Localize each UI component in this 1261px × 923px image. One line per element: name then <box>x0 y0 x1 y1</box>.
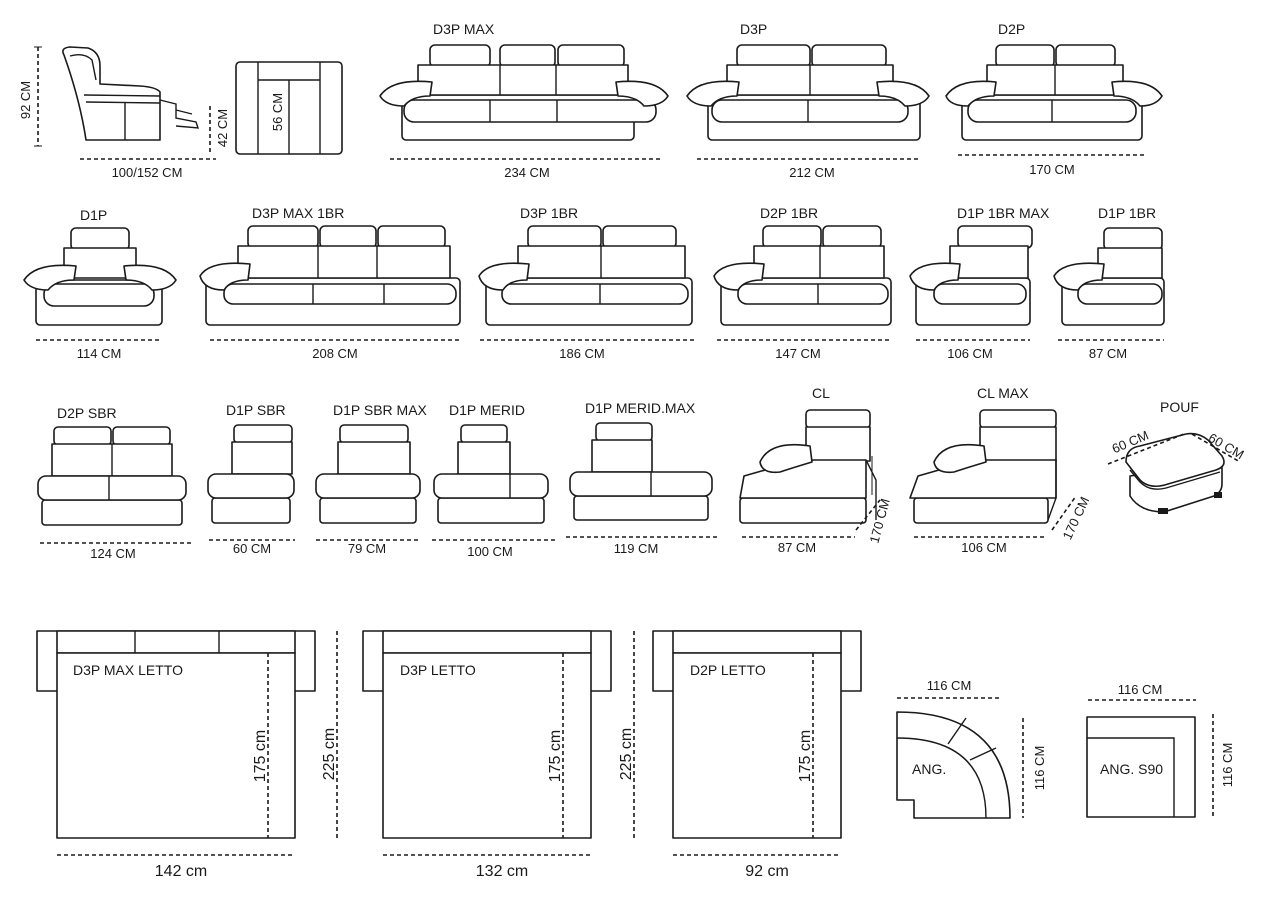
width-label: 87 CM <box>1089 346 1127 361</box>
bed-label: D3P LETTO <box>400 662 476 678</box>
sofa-d1p-1br: D1P 1BR 87 CM <box>1053 205 1165 361</box>
depth-label: 170 CM <box>867 497 893 545</box>
width-label: 212 CM <box>789 165 835 180</box>
corner-ang-s90: ANG. S90 116 CM 116 CM <box>1086 682 1235 818</box>
recliner-height-label: 92 CM <box>18 81 33 119</box>
corner-width-label: 116 CM <box>1118 682 1163 697</box>
depth-label: 170 CM <box>1060 494 1093 542</box>
sofa-d3p: D3P 212 CM <box>686 21 930 180</box>
bed-label: D2P LETTO <box>690 662 766 678</box>
bed-d2p-letto: D2P LETTO 175 cm 92 cm <box>652 630 862 880</box>
width-label: 234 CM <box>504 165 550 180</box>
model-label: D2P 1BR <box>760 205 818 221</box>
model-label: POUF <box>1160 399 1199 415</box>
module-cl-max: CL MAX 106 CM 170 CM <box>909 385 1093 555</box>
width-label: 124 CM <box>90 546 136 561</box>
bed-length-label: 175 cm <box>797 730 814 782</box>
sofa-d3p-max-1br: D3P MAX 1BR 208 CM <box>199 205 461 361</box>
recliner-seat-height-label: 42 CM <box>215 109 230 147</box>
model-label: D2P <box>998 21 1025 37</box>
corner-depth-label: 116 CM <box>1220 743 1235 788</box>
width-label: 208 CM <box>312 346 358 361</box>
model-label: D1P SBR <box>226 402 286 418</box>
model-label: D1P SBR MAX <box>333 402 428 418</box>
open-depth-label: 225 cm <box>321 728 338 780</box>
width-label: 79 CM <box>348 541 386 556</box>
width-label: 186 CM <box>559 346 605 361</box>
width-label: 106 CM <box>961 540 1007 555</box>
sofa-d1p: D1P 114 CM <box>23 207 177 361</box>
model-label: CL <box>812 385 830 401</box>
corner-label: ANG. S90 <box>1100 761 1163 777</box>
recliner-side-view: 92 CM 100/152 CM 42 CM <box>18 46 230 180</box>
model-label: D3P MAX <box>433 21 495 37</box>
corner-depth-label: 116 CM <box>1032 746 1047 791</box>
module-d1p-merid: D1P MERID 100 CM <box>432 402 555 559</box>
corner-ang: ANG. 116 CM 116 CM <box>896 678 1047 819</box>
model-label: D1P 1BR MAX <box>957 205 1050 221</box>
width-label: 170 CM <box>1029 162 1075 177</box>
model-label: D3P MAX 1BR <box>252 205 344 221</box>
bed-length-label: 175 cm <box>547 730 564 782</box>
bed-d3p-letto: D3P LETTO 175 cm 225 cm 132 cm <box>362 630 635 880</box>
sofa-d3p-max: D3P MAX 234 CM <box>379 21 669 180</box>
width-label: 114 CM <box>77 346 122 361</box>
sofa-d1p-1br-max: D1P 1BR MAX 106 CM <box>909 205 1050 361</box>
model-label: D2P SBR <box>57 405 117 421</box>
module-d1p-sbr: D1P SBR 60 CM <box>207 402 295 556</box>
recliner-top-view: 56 CM <box>235 61 343 155</box>
module-d1p-merid-max: D1P MERID.MAX 119 CM <box>566 400 717 556</box>
width-label: 87 CM <box>778 540 816 555</box>
width-label: 100 CM <box>467 544 513 559</box>
width-label: 60 CM <box>233 541 271 556</box>
bed-width-label: 132 cm <box>476 863 528 880</box>
model-label: D1P 1BR <box>1098 205 1156 221</box>
module-d2p-sbr: D2P SBR 124 CM <box>37 405 193 561</box>
bed-label: D3P MAX LETTO <box>73 662 183 678</box>
width-label: 119 CM <box>614 541 659 556</box>
bed-length-label: 175 cm <box>252 730 269 782</box>
width-label: 147 CM <box>775 346 821 361</box>
corner-label: ANG. <box>912 761 946 777</box>
sofa-d2p: D2P 170 CM <box>945 21 1163 177</box>
sofa-d2p-1br: D2P 1BR 147 CM <box>713 205 892 361</box>
module-d1p-sbr-max: D1P SBR MAX 79 CM <box>315 402 428 556</box>
model-label: D1P <box>80 207 107 223</box>
model-label: D1P MERID <box>449 402 525 418</box>
model-label: CL MAX <box>977 385 1029 401</box>
model-label: D1P MERID.MAX <box>585 400 696 416</box>
bed-width-label: 142 cm <box>155 863 207 880</box>
recliner-seat-depth-label: 56 CM <box>270 93 285 131</box>
width-label: 106 CM <box>947 346 993 361</box>
model-label: D3P 1BR <box>520 205 578 221</box>
corner-width-label: 116 CM <box>927 678 972 693</box>
open-depth-label: 225 cm <box>618 728 635 780</box>
bed-width-label: 92 cm <box>745 863 789 880</box>
module-cl: CL 87 CM 170 CM <box>739 385 893 555</box>
model-label: D3P <box>740 21 767 37</box>
bed-d3p-max-letto: D3P MAX LETTO 175 cm 225 cm 142 cm <box>36 630 338 880</box>
recliner-depth-label: 100/152 CM <box>112 165 183 180</box>
sofa-d3p-1br: D3P 1BR 186 CM <box>478 205 697 361</box>
module-pouf: POUF 60 CM 60 CM <box>1107 399 1247 514</box>
